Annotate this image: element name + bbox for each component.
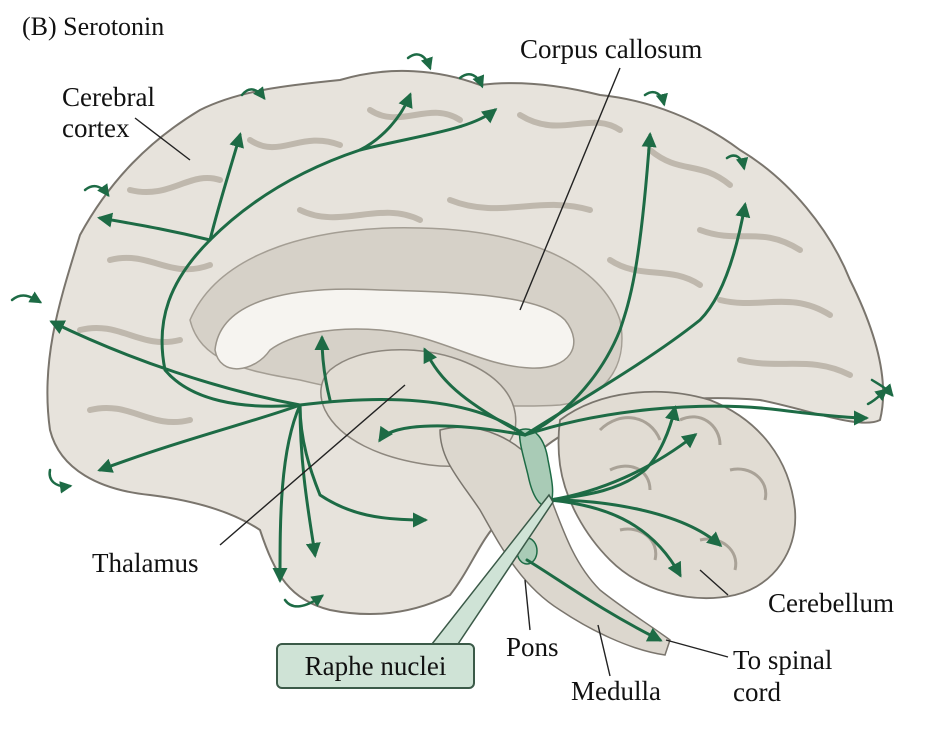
- to-spinal-cord-label: To spinal cord: [733, 644, 832, 709]
- panel-title: (B) Serotonin: [22, 12, 165, 41]
- pons-label: Pons: [506, 632, 559, 662]
- cerebral-cortex-label-line1: Cerebral: [62, 82, 155, 112]
- gyri-folds: [77, 107, 853, 425]
- medulla-label: Medulla: [571, 676, 661, 706]
- corpus-callosum-label: Corpus callosum: [520, 34, 703, 64]
- raphe-nuclei-label-box: Raphe nuclei: [276, 643, 475, 689]
- to-spinal-cord-label-line1: To spinal: [733, 645, 833, 675]
- cerebellum-folia: [598, 415, 768, 571]
- cerebellum-shape: [557, 390, 797, 599]
- leader-lines: [134, 67, 729, 677]
- raphe-nuclei-label: Raphe nuclei: [304, 650, 447, 681]
- cerebral-cortex-label-line2: cortex: [62, 113, 130, 144]
- serotonin-pathways: [49, 92, 869, 642]
- thalamus-label: Thalamus: [92, 548, 199, 578]
- corpus-callosum-shape: [214, 288, 575, 370]
- cerebellum-label: Cerebellum: [768, 588, 894, 618]
- to-spinal-cord-label-line2: cord: [733, 677, 781, 708]
- surface-curl-arrows: [10, 53, 894, 608]
- cerebral-cortex-label: Cerebral cortex: [62, 82, 155, 144]
